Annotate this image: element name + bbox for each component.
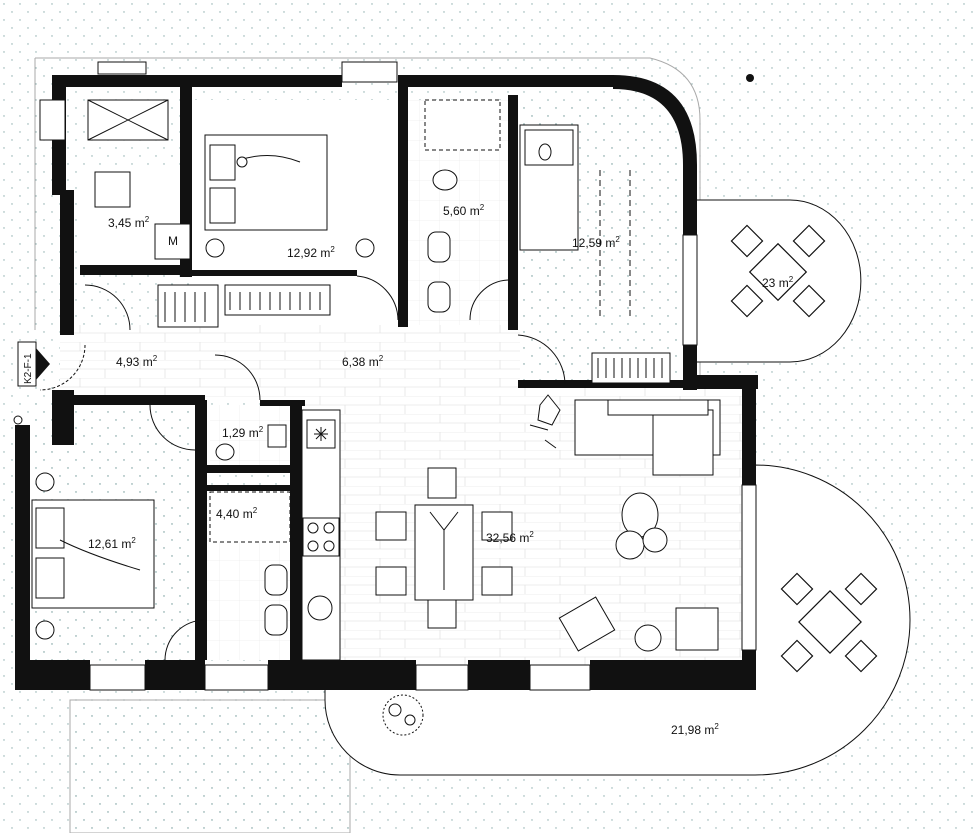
- area-terrace1: 23 m2: [762, 275, 794, 290]
- area-terrace2: 21,98 m2: [671, 722, 719, 737]
- living-furniture: [529, 394, 721, 652]
- windows: [39, 61, 757, 691]
- area-bedroom1: 12,92 m2: [287, 245, 335, 260]
- terrace-upper-table: [730, 224, 826, 318]
- area-hall: 6,38 m2: [342, 354, 384, 369]
- terrace-lower: [324, 464, 911, 776]
- bed-bedroom2: [519, 124, 631, 320]
- area-utility: 3,45 m2: [108, 215, 150, 230]
- area-living: 32,56 m2: [486, 530, 534, 545]
- area-bedroom2: 12,59 m2: [572, 235, 620, 250]
- site-boundary: [35, 57, 701, 400]
- marker-dot: [746, 74, 754, 82]
- bath1-fixtures: [424, 99, 501, 313]
- utility-fixtures: [87, 99, 191, 260]
- area-wc: 1,29 m2: [222, 425, 264, 440]
- wardrobes: [157, 284, 671, 384]
- bed-bedroom1: [204, 134, 375, 258]
- area-entry: 4,93 m2: [116, 354, 158, 369]
- front-garden: [69, 699, 351, 833]
- entrance-tag: K2-F-1: [23, 353, 34, 384]
- doors: [39, 275, 566, 661]
- wc-fixtures: [215, 424, 287, 461]
- boiler-label: M: [168, 234, 178, 248]
- bath2-fixtures: [209, 491, 291, 636]
- room-labels: 3,45 m2 12,92 m2 5,60 m2 12,59 m2 23 m2 …: [88, 203, 794, 737]
- exterior-walls: [15, 75, 758, 690]
- kitchen-counter: [301, 409, 341, 661]
- bed-bedroom3: [31, 472, 155, 640]
- terrace-lower-table: [780, 572, 878, 673]
- boiler-box: [154, 223, 191, 260]
- area-bedroom3: 12,61 m2: [88, 536, 136, 551]
- dining-set: [375, 467, 513, 629]
- entrance-marker: K2-F-1: [13, 341, 50, 425]
- area-bath1: 5,60 m2: [443, 203, 485, 218]
- area-bath2: 4,40 m2: [216, 506, 258, 521]
- shrub: [382, 694, 424, 736]
